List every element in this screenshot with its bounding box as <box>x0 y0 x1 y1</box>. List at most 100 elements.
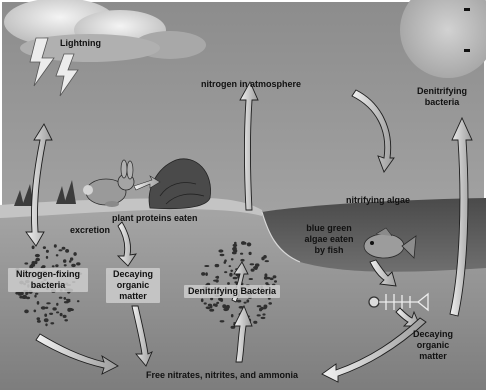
bacterium-dot <box>220 299 223 302</box>
bacterium-dot <box>220 254 225 256</box>
bacterium-dot <box>66 299 71 301</box>
bacterium-dot <box>231 314 234 317</box>
bacterium-dot <box>45 323 47 326</box>
bacterium-dot <box>222 304 226 308</box>
bacterium-dot <box>215 304 218 307</box>
bacterium-dot <box>208 304 212 307</box>
bacterium-dot <box>229 273 232 277</box>
bacterium-dot <box>274 280 277 282</box>
label-excretion: excretion <box>70 225 110 236</box>
bacterium-dot <box>257 314 261 316</box>
bacterium-dot <box>37 320 41 323</box>
bacterium-dot <box>251 269 255 272</box>
bacterium-dot <box>250 263 255 265</box>
bacterium-dot <box>24 310 29 314</box>
bacterium-dot <box>34 295 36 298</box>
bacterium-dot <box>37 317 41 320</box>
bacterium-dot <box>254 268 257 270</box>
bacterium-dot <box>46 256 48 259</box>
label-line: matter <box>110 291 156 302</box>
label-line: Nitrogen-fixing <box>12 269 84 280</box>
bacterium-dot <box>22 297 27 299</box>
bacterium-dot <box>231 258 234 260</box>
bacterium-dot <box>215 264 220 267</box>
bacterium-dot <box>204 265 209 267</box>
bacterium-dot <box>77 300 80 302</box>
bacterium-dot <box>249 278 253 280</box>
bacterium-dot <box>204 302 207 304</box>
label-blue-green-algae: blue green algae eaten by fish <box>298 223 360 256</box>
bacterium-dot <box>253 321 257 324</box>
bacterium-dot <box>76 262 80 265</box>
bacterium-dot <box>247 242 252 246</box>
bacterium-dot <box>41 306 46 309</box>
label-line: bacteria <box>12 280 84 291</box>
bacterium-dot <box>32 261 36 265</box>
bacterium-dot <box>55 264 58 267</box>
bacterium-dot <box>64 264 67 266</box>
tick-mark-top <box>464 8 470 11</box>
bacterium-dot <box>46 250 49 253</box>
bacterium-dot <box>35 293 38 295</box>
bacterium-dot <box>263 305 267 309</box>
tick-mark-mid <box>464 49 470 52</box>
bacterium-dot <box>44 314 47 317</box>
bacterium-dot <box>273 275 277 278</box>
bacterium-dot <box>264 276 268 279</box>
bacterium-dot <box>240 253 243 255</box>
label-line: by fish <box>298 245 360 256</box>
bacterium-dot <box>18 294 22 296</box>
bacterium-dot <box>201 298 204 302</box>
bacterium-dot <box>52 265 55 267</box>
bacterium-dot <box>268 302 272 305</box>
bacterium-dot <box>73 252 76 256</box>
bacterium-dot <box>49 313 53 315</box>
label-line: Denitrifying <box>412 86 472 97</box>
bacterium-dot <box>265 260 269 262</box>
bacterium-dot <box>64 319 68 321</box>
bacterium-dot <box>244 242 247 245</box>
bacterium-dot <box>270 278 274 281</box>
label-decaying-organic-matter-left: Decaying organic matter <box>106 268 160 303</box>
label-line: organic <box>410 340 456 351</box>
bacterium-dot <box>230 270 233 272</box>
bacterium-dot <box>56 311 59 313</box>
label-nitrogen-fixing-bacteria: Nitrogen-fixing bacteria <box>8 268 88 292</box>
bacterium-dot <box>224 271 227 273</box>
bacterium-dot <box>234 245 236 248</box>
bacterium-dot <box>63 259 66 263</box>
bacterium-dot <box>34 310 37 313</box>
bacterium-dot <box>37 301 40 305</box>
bacterium-dot <box>209 309 214 312</box>
label-line: Decaying <box>110 269 156 280</box>
bacterium-dot <box>220 320 225 322</box>
bacterium-dot <box>60 313 63 316</box>
bacterium-dot <box>56 254 59 256</box>
bacterium-dot <box>64 297 67 300</box>
bacterium-dot <box>206 306 211 309</box>
label-lightning: Lightning <box>60 38 101 49</box>
bacterium-dot <box>52 307 56 310</box>
label-decaying-organic-matter-right: Decaying organic matter <box>410 329 456 362</box>
label-line: bacteria <box>412 97 472 108</box>
label-plant-proteins-eaten: plant proteins eaten <box>112 213 198 224</box>
bacterium-dot <box>234 242 237 245</box>
bacterium-dot <box>261 257 264 261</box>
bacterium-dot <box>257 305 262 307</box>
bacterium-dot <box>229 265 232 267</box>
bacterium-dot <box>240 259 244 262</box>
bacterium-dot <box>246 299 249 302</box>
bacterium-dot <box>65 249 69 253</box>
bacterium-dot <box>25 292 27 296</box>
bacterium-dot <box>262 313 265 315</box>
bacterium-dot <box>224 259 227 262</box>
bacterium-dot <box>244 302 247 304</box>
bacterium-dot <box>35 254 40 257</box>
bacterium-dot <box>32 246 35 250</box>
label-line: algae eaten <box>298 234 360 245</box>
bacterium-dot <box>59 297 63 299</box>
bacterium-dot <box>59 249 63 251</box>
bacterium-dot <box>260 307 263 310</box>
label-free-nitrates: Free nitrates, nitrites, and ammonia <box>146 370 298 381</box>
